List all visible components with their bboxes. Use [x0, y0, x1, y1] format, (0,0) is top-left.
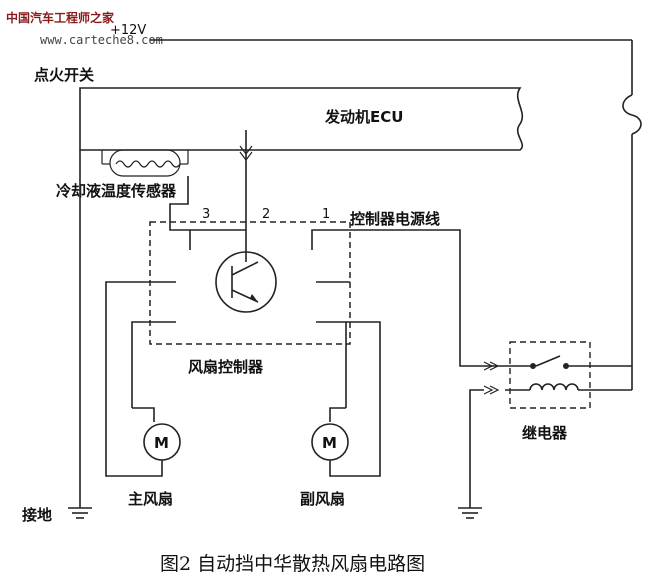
watermark-url: www.carteche8.com	[40, 33, 163, 47]
ground-label: 接地	[22, 506, 52, 524]
main-fan-motor-symbol: M	[154, 434, 169, 452]
signal-arrow-icon	[239, 145, 253, 161]
engine-ecu-label: 发动机ECU	[324, 108, 403, 126]
pin1-terminal	[311, 229, 346, 250]
supply-voltage-label: +12V	[110, 23, 146, 38]
aux-fan-label: 副风扇	[300, 490, 345, 508]
coolant-sensor-label: 冷却液温度传感器	[56, 182, 177, 200]
main-fan-return	[105, 300, 163, 477]
aux-fan-wire	[316, 321, 347, 408]
coolant-sensor-icon	[109, 149, 181, 177]
fuse-icon	[622, 94, 642, 135]
pin2-label: 2	[262, 207, 270, 222]
pin3-label: 3	[202, 207, 210, 222]
aux-fan-return	[329, 321, 381, 477]
figure-caption: 图2 自动挡中华散热风扇电路图	[160, 553, 425, 575]
engine-ecu-box	[79, 87, 524, 151]
pin3-wire	[169, 176, 191, 250]
main-fan-wire	[131, 321, 176, 408]
fan-controller-outline	[149, 221, 351, 345]
controller-power-line	[346, 229, 505, 367]
main-fan-label: 主风扇	[128, 490, 173, 508]
pin1-label: 1	[322, 207, 330, 222]
aux-fan-motor-symbol: M	[322, 434, 337, 452]
relay-label: 继电器	[522, 424, 568, 442]
controller-power-line-label: 控制器电源线	[350, 210, 440, 228]
relay-ground-wire	[469, 389, 484, 508]
relay-connector-icon	[483, 361, 500, 371]
ignition-switch-label: 点火开关	[34, 66, 94, 84]
fan-controller-label: 风扇控制器	[188, 358, 264, 376]
main-fan-supply-wire	[105, 281, 176, 300]
relay-coil-icon	[529, 383, 579, 391]
watermark-site-name: 中国汽车工程师之家	[6, 10, 115, 25]
relay-switch-icon	[535, 355, 561, 367]
relay-outline	[509, 341, 591, 409]
